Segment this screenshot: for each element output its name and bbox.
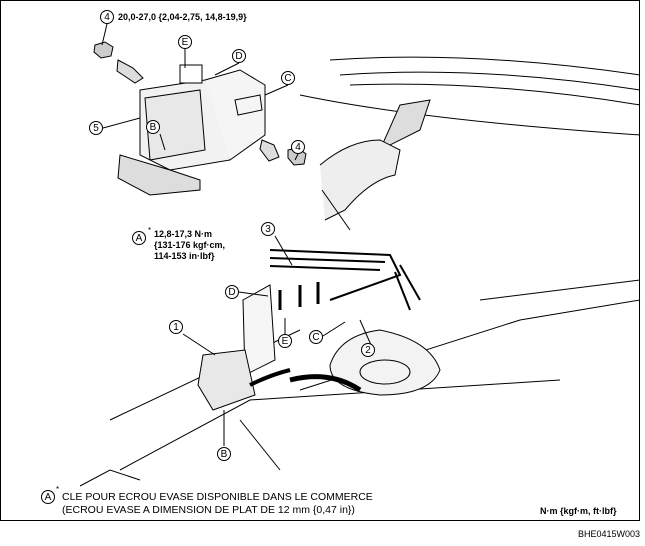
flare-nut-torque-spec-line-2: {131-176 kgf·cm,	[154, 240, 226, 250]
note-asterisk: *	[56, 485, 60, 494]
flare-nut-torque-spec-line-1: 12,8-17,3 N·m	[154, 229, 213, 239]
callout-2: 2	[361, 343, 375, 357]
figure-frame	[0, 0, 640, 521]
callout-C-lower: C	[309, 330, 323, 344]
note-line-2: (ECROU EVASE A DIMENSION DE PLAT DE 12 m…	[62, 504, 355, 516]
callout-4-nut: 4	[100, 10, 114, 24]
note-callout-A: A	[41, 490, 55, 504]
callout-D-lower: D	[225, 285, 239, 299]
flare-nut-torque-spec-line-3: 114-153 in·lbf}	[154, 251, 215, 261]
note-line-1: CLE POUR ECROU EVASE DISPONIBLE DANS LE …	[62, 491, 373, 503]
nut-torque-spec: 20,0-27,0 {2,04-2,75, 14,8-19,9}	[118, 12, 247, 22]
callout-3: 3	[261, 222, 275, 236]
callout-E: E	[178, 35, 192, 49]
callout-B: B	[146, 120, 160, 134]
callout-B-lower: B	[217, 447, 231, 461]
callout-C: C	[281, 71, 295, 85]
callout-A: A	[132, 231, 146, 245]
figure-code: BHE0415W003	[578, 529, 641, 539]
units-legend: N·m {kgf·m, ft·lbf}	[540, 506, 617, 516]
callout-4-nut-right: 4	[291, 140, 305, 154]
callout-E-lower: E	[278, 334, 292, 348]
callout-D: D	[232, 49, 246, 63]
callout-5: 5	[89, 121, 103, 135]
callout-1: 1	[169, 320, 183, 334]
hydraulic-unit-top	[93, 41, 307, 196]
asterisk: *	[148, 226, 152, 235]
